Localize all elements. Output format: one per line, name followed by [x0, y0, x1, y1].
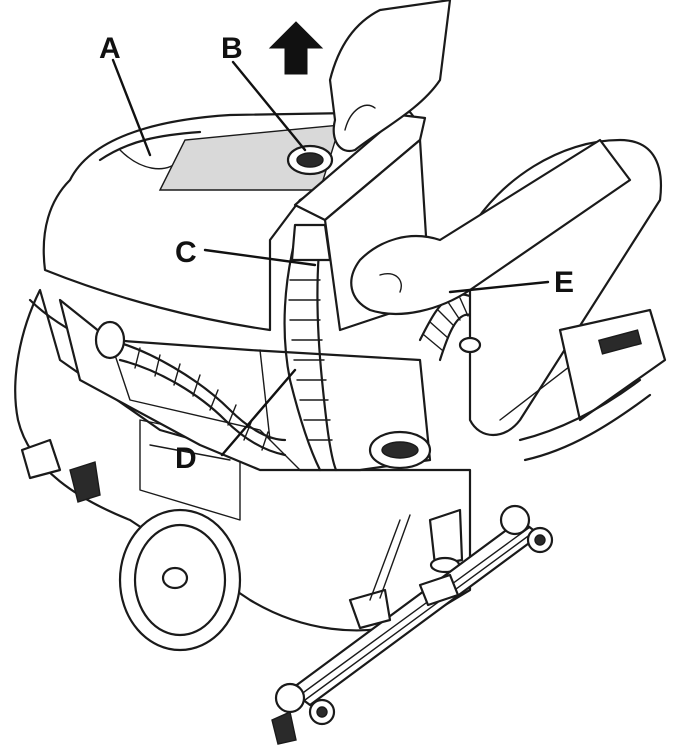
leader-lines — [111, 58, 550, 457]
side-switches — [20, 438, 101, 503]
callout-e: E — [554, 266, 574, 299]
callout-d: D — [175, 442, 197, 475]
drain-fittings — [428, 336, 482, 574]
squeegee-assembly — [271, 504, 554, 745]
operator-hands — [328, 0, 632, 316]
rear-wheel — [118, 508, 242, 652]
up-arrow-icon — [268, 21, 324, 75]
callout-a: A — [99, 32, 121, 65]
callout-c: C — [175, 236, 197, 269]
drain-hose-c — [283, 223, 338, 472]
vacuum-hose-d — [94, 320, 432, 470]
callout-b: B — [221, 32, 243, 65]
